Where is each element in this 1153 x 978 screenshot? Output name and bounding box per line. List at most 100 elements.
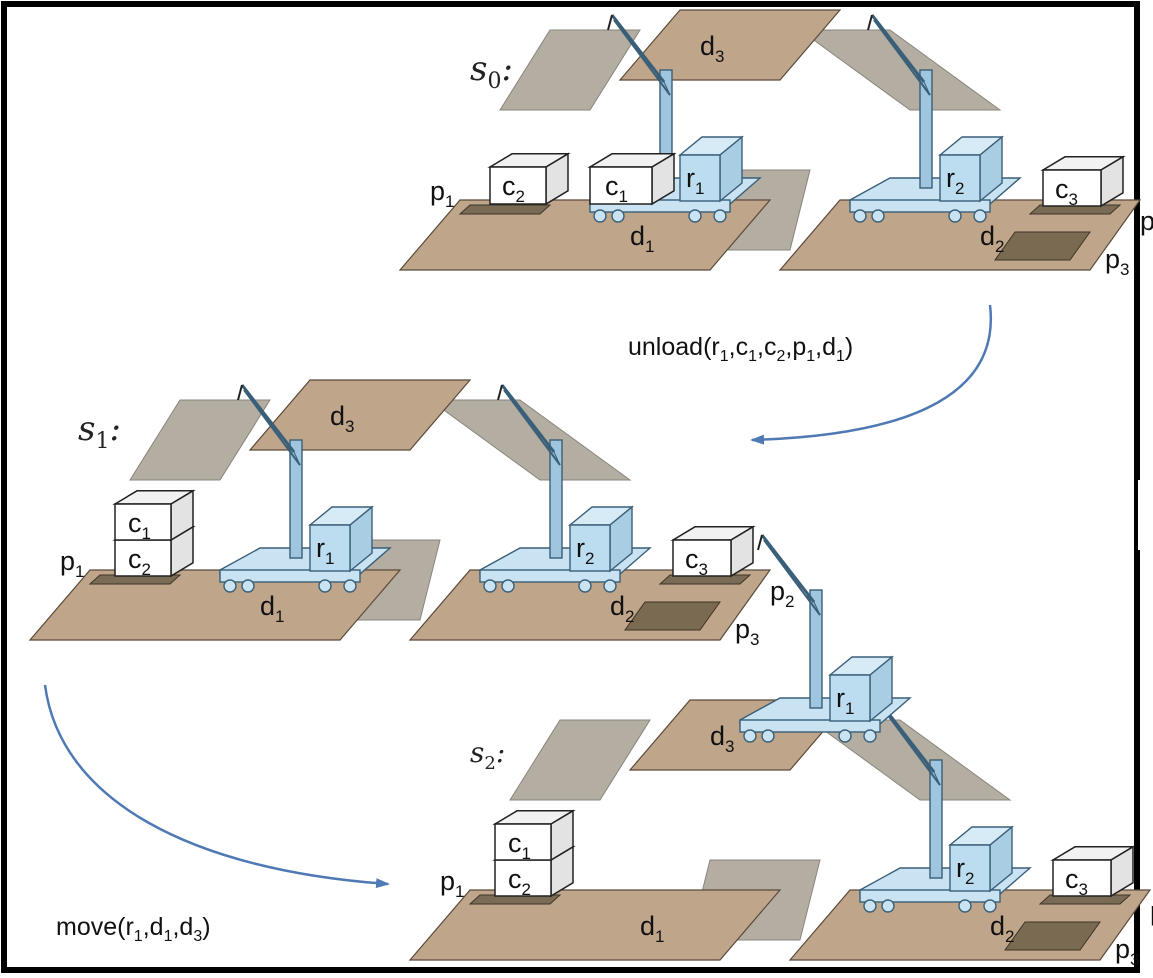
frame-gap — [1138, 480, 1153, 550]
robot-r2-base — [859, 889, 1001, 903]
container-c1-front — [589, 166, 653, 205]
label-c3: c3 — [685, 544, 708, 579]
robot-r1-wheel — [743, 729, 757, 743]
label-d1: d1 — [260, 591, 285, 626]
robot-r1-base — [219, 569, 361, 583]
label-r1: r1 — [836, 683, 854, 718]
robot-r1 — [739, 534, 912, 743]
robot-r2-wheel — [603, 579, 617, 593]
robot-r2-boom-strut — [536, 429, 542, 441]
container-c1 — [587, 152, 677, 206]
label-c1: c1 — [508, 828, 531, 863]
robot-r2-boom-strut — [924, 760, 932, 773]
transition-arrow-unload — [750, 304, 993, 445]
robot-r1-wheel — [863, 729, 877, 743]
label-r2: r2 — [576, 533, 594, 568]
label-p3: p3 — [1115, 934, 1140, 969]
robot-r1-boom-strut — [284, 440, 292, 453]
robot-r1-boom-strut — [293, 451, 301, 466]
robot-r2-boom-strut — [510, 395, 514, 403]
label-c3: c3 — [1065, 864, 1088, 899]
label-r1: r1 — [316, 533, 334, 568]
robot-r2-wheel — [983, 899, 997, 913]
state-label-s0: s0: — [470, 49, 513, 94]
robot-r2-wheel — [578, 579, 592, 593]
dock-d3 — [618, 9, 842, 81]
robot-r2-boom-strut — [923, 81, 931, 96]
robot-r1-boom-strut — [250, 395, 254, 403]
label-r1: r1 — [686, 163, 704, 198]
robot-r1-boom-strut — [796, 579, 802, 591]
label-d2: d2 — [990, 911, 1015, 946]
container-c1-front — [494, 823, 552, 861]
container-c1 — [112, 489, 196, 542]
pile-p3 — [1004, 921, 1101, 951]
container-c3 — [670, 525, 756, 578]
container-c3 — [1040, 155, 1126, 208]
robot-r2-wheel — [863, 899, 877, 913]
robot-r2-wheel — [501, 579, 515, 593]
label-p1: p1 — [440, 866, 465, 901]
robot-r2-hook — [867, 14, 873, 31]
road-left — [499, 29, 641, 111]
robot-r1-boom-strut — [646, 59, 652, 71]
robot-r1-wheel — [593, 209, 607, 223]
robot-r1-boom-strut — [804, 590, 812, 603]
robot-r2 — [479, 384, 652, 593]
robot-r2 — [859, 704, 1032, 913]
label-c2: c2 — [128, 544, 151, 579]
label-c2: c2 — [502, 171, 525, 206]
robot-r1-cab — [829, 674, 871, 722]
robot-r1-wheel — [318, 579, 332, 593]
label-d3: d3 — [710, 721, 735, 756]
robot-r1 — [219, 384, 392, 593]
robot-r1-wheel — [223, 579, 237, 593]
container-c3 — [1050, 845, 1136, 898]
robot-r1-hook — [237, 384, 243, 401]
label-p2: p2 — [1140, 206, 1153, 241]
label-d3: d3 — [700, 31, 725, 66]
robot-r1-boom-strut — [813, 601, 821, 616]
label-d2: d2 — [610, 591, 635, 626]
robot-r1-boom-strut — [628, 37, 634, 46]
dock-d3 — [248, 379, 472, 451]
label-r2: r2 — [956, 853, 974, 888]
robot-r1-mast — [289, 439, 303, 559]
robot-r2-boom-strut — [553, 451, 561, 466]
robot-r1-boom-strut — [276, 429, 282, 441]
robot-r1-wheel — [241, 579, 255, 593]
robot-r1-wheel — [761, 729, 775, 743]
container-c1-front — [114, 503, 172, 541]
robot-r2-wheel — [853, 209, 867, 223]
container-c2 — [487, 152, 571, 206]
robot-r2-wheel — [871, 209, 885, 223]
state-label-s2: s2: — [470, 736, 505, 774]
label-p2: p2 — [1150, 896, 1153, 931]
robot-r2-wheel — [958, 899, 972, 913]
robot-r1-wheel — [343, 579, 357, 593]
robot-r2-boom-strut — [544, 440, 552, 453]
label-p3: p3 — [735, 614, 760, 649]
robot-r1-hook — [757, 534, 763, 551]
container-c2-front — [114, 539, 172, 577]
action-label-unload: unload(r1,c1,c2,p1,d1) — [628, 333, 853, 365]
robot-r2-boom-strut — [907, 738, 913, 748]
robot-r2-boom-strut — [933, 771, 941, 786]
robot-r1-wheel — [838, 729, 852, 743]
robot-r2-boom-strut — [880, 25, 884, 33]
robot-r1-cab — [679, 154, 721, 202]
container-c3-front — [1042, 169, 1102, 207]
robot-r2-boom-strut — [914, 70, 922, 83]
robot-r1-boom-strut — [620, 25, 624, 33]
robot-r1-hook — [607, 14, 613, 31]
robot-r2-base — [849, 199, 991, 213]
robot-r2-wheel — [483, 579, 497, 593]
robot-r2-cab — [949, 844, 991, 892]
robot-r2-wheel — [948, 209, 962, 223]
label-p1: p1 — [430, 176, 455, 211]
road-right — [798, 29, 1002, 111]
robot-r1-boom-strut — [770, 545, 774, 553]
